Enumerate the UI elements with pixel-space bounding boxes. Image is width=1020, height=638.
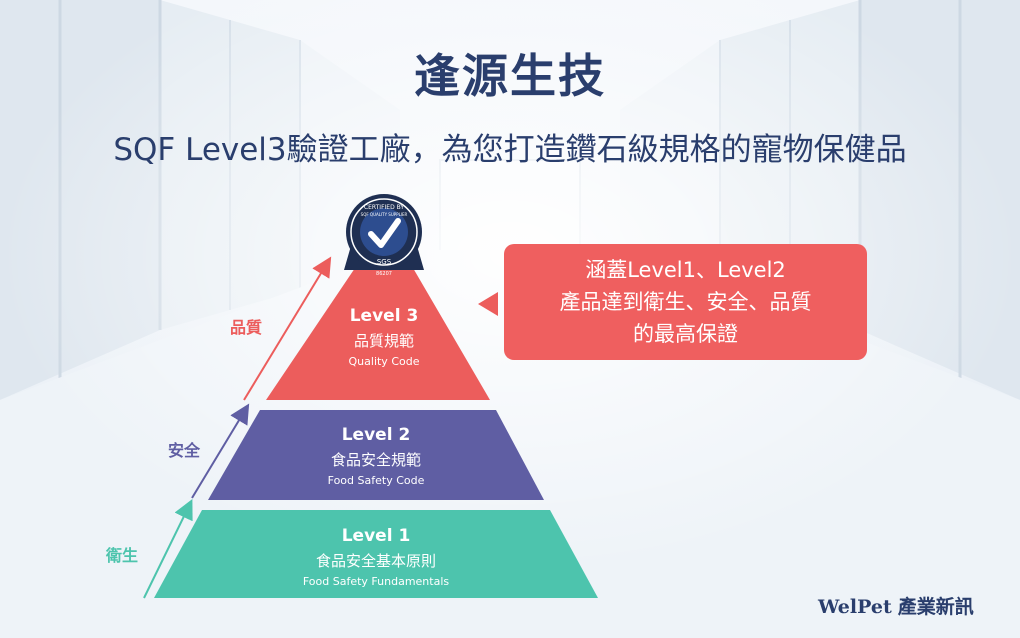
level-2-en: Food Safety Code [327,474,425,487]
coverage-callout-box: 涵蓋Level1、Level2 產品達到衛生、安全、品質 的最高保證 [504,244,867,360]
page-subtitle: SQF Level3驗證工廠，為您打造鑽石級規格的寵物保健品 [113,132,907,168]
level-3-name: Level 3 [349,306,419,326]
sgs-certification-badge: CERTIFIED BY SQF QUALITY SUPPLIER SGS 86… [344,194,424,277]
hygiene-arrow [143,499,193,599]
callout-pointer-triangle [478,292,498,316]
pyramid-tier-level-2 [208,410,544,500]
quality-side-label: 品質 [230,318,263,337]
level-2-label-group: Level 2 食品安全規範 Food Safety Code [276,425,476,487]
level-3-en: Quality Code [348,355,420,368]
level-3-label-group: Level 3 品質規範 Quality Code [304,306,464,368]
callout-line-2: 產品達到衛生、安全、品質 [559,290,812,314]
callout-line-1: 涵蓋Level1、Level2 [585,258,786,282]
level-2-name: Level 2 [341,425,411,445]
level-1-zh: 食品安全基本原則 [315,552,436,570]
level-1-en: Food Safety Fundamentals [302,575,450,588]
page-title: 逢源生技 [414,49,606,103]
badge-code: 86207 [376,271,392,277]
pyramid-tier-level-3 [266,268,490,400]
badge-org: SGS [377,258,392,266]
badge-ring-text: SQF QUALITY SUPPLIER [361,212,408,217]
pyramid-tier-level-1 [154,510,598,598]
quality-arrow [243,256,332,401]
level-1-label-group: Level 1 食品安全基本原則 Food Safety Fundamental… [266,526,486,588]
badge-top-text: CERTIFIED BY [364,204,404,211]
brand-logo-text: WelPet [818,596,892,618]
level-1-name: Level 1 [341,526,411,546]
safety-side-label: 安全 [168,441,201,460]
safety-arrow [191,403,250,499]
brand-name: 產業新訊 [897,596,974,618]
callout-line-3: 的最高保證 [633,322,738,346]
hygiene-side-label: 衛生 [106,546,139,565]
level-2-zh: 食品安全規範 [330,451,421,469]
level-3-zh: 品質規範 [353,332,414,350]
